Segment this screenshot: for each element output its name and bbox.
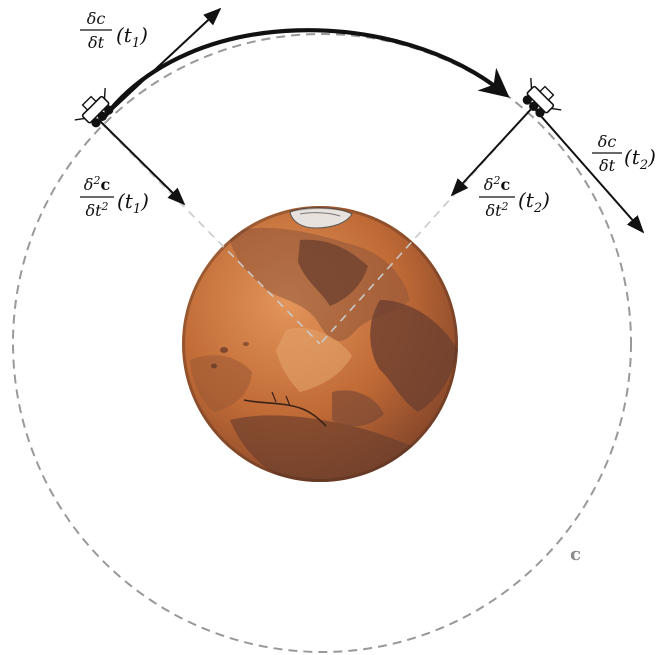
svg-text:δt: δt [88, 33, 105, 52]
satellite-t1-icon [74, 88, 114, 128]
label-acceleration-t2: δ2c δt2 (t2) [479, 174, 550, 220]
planet-mars [182, 206, 458, 482]
svg-text:δt2: δt2 [485, 200, 508, 220]
satellite-t2-icon [522, 78, 562, 118]
label-velocity-t2: δc δt (t2) [592, 132, 656, 175]
svg-text:δt: δt [599, 156, 616, 175]
velocity-arrow-t2 [532, 106, 645, 234]
acceleration-arrow-t1 [99, 120, 186, 206]
svg-text:δt2: δt2 [85, 200, 108, 220]
label-velocity-t1: δc δt (t1) [80, 9, 148, 52]
label-acceleration-t1: δ2c δt2 (t1) [80, 174, 149, 220]
trajectory-arrow [101, 28, 510, 121]
acceleration-arrow-t2 [450, 106, 534, 197]
svg-text:δc: δc [87, 9, 106, 28]
curve-label: c [570, 544, 581, 565]
velocity-arrow-t1 [99, 7, 222, 122]
svg-text:(t1): (t1) [116, 23, 148, 51]
orbit-curve [12, 33, 632, 653]
svg-text:(t2): (t2) [518, 188, 550, 216]
radial-guide-t2 [319, 106, 534, 345]
svg-text:δ2c: δ2c [84, 174, 111, 194]
svg-text:δ2c: δ2c [484, 174, 511, 194]
radial-guide-t1 [99, 121, 321, 345]
svg-text:(t1): (t1) [117, 189, 149, 217]
svg-text:δc: δc [598, 132, 617, 151]
svg-text:(t2): (t2) [624, 145, 656, 173]
